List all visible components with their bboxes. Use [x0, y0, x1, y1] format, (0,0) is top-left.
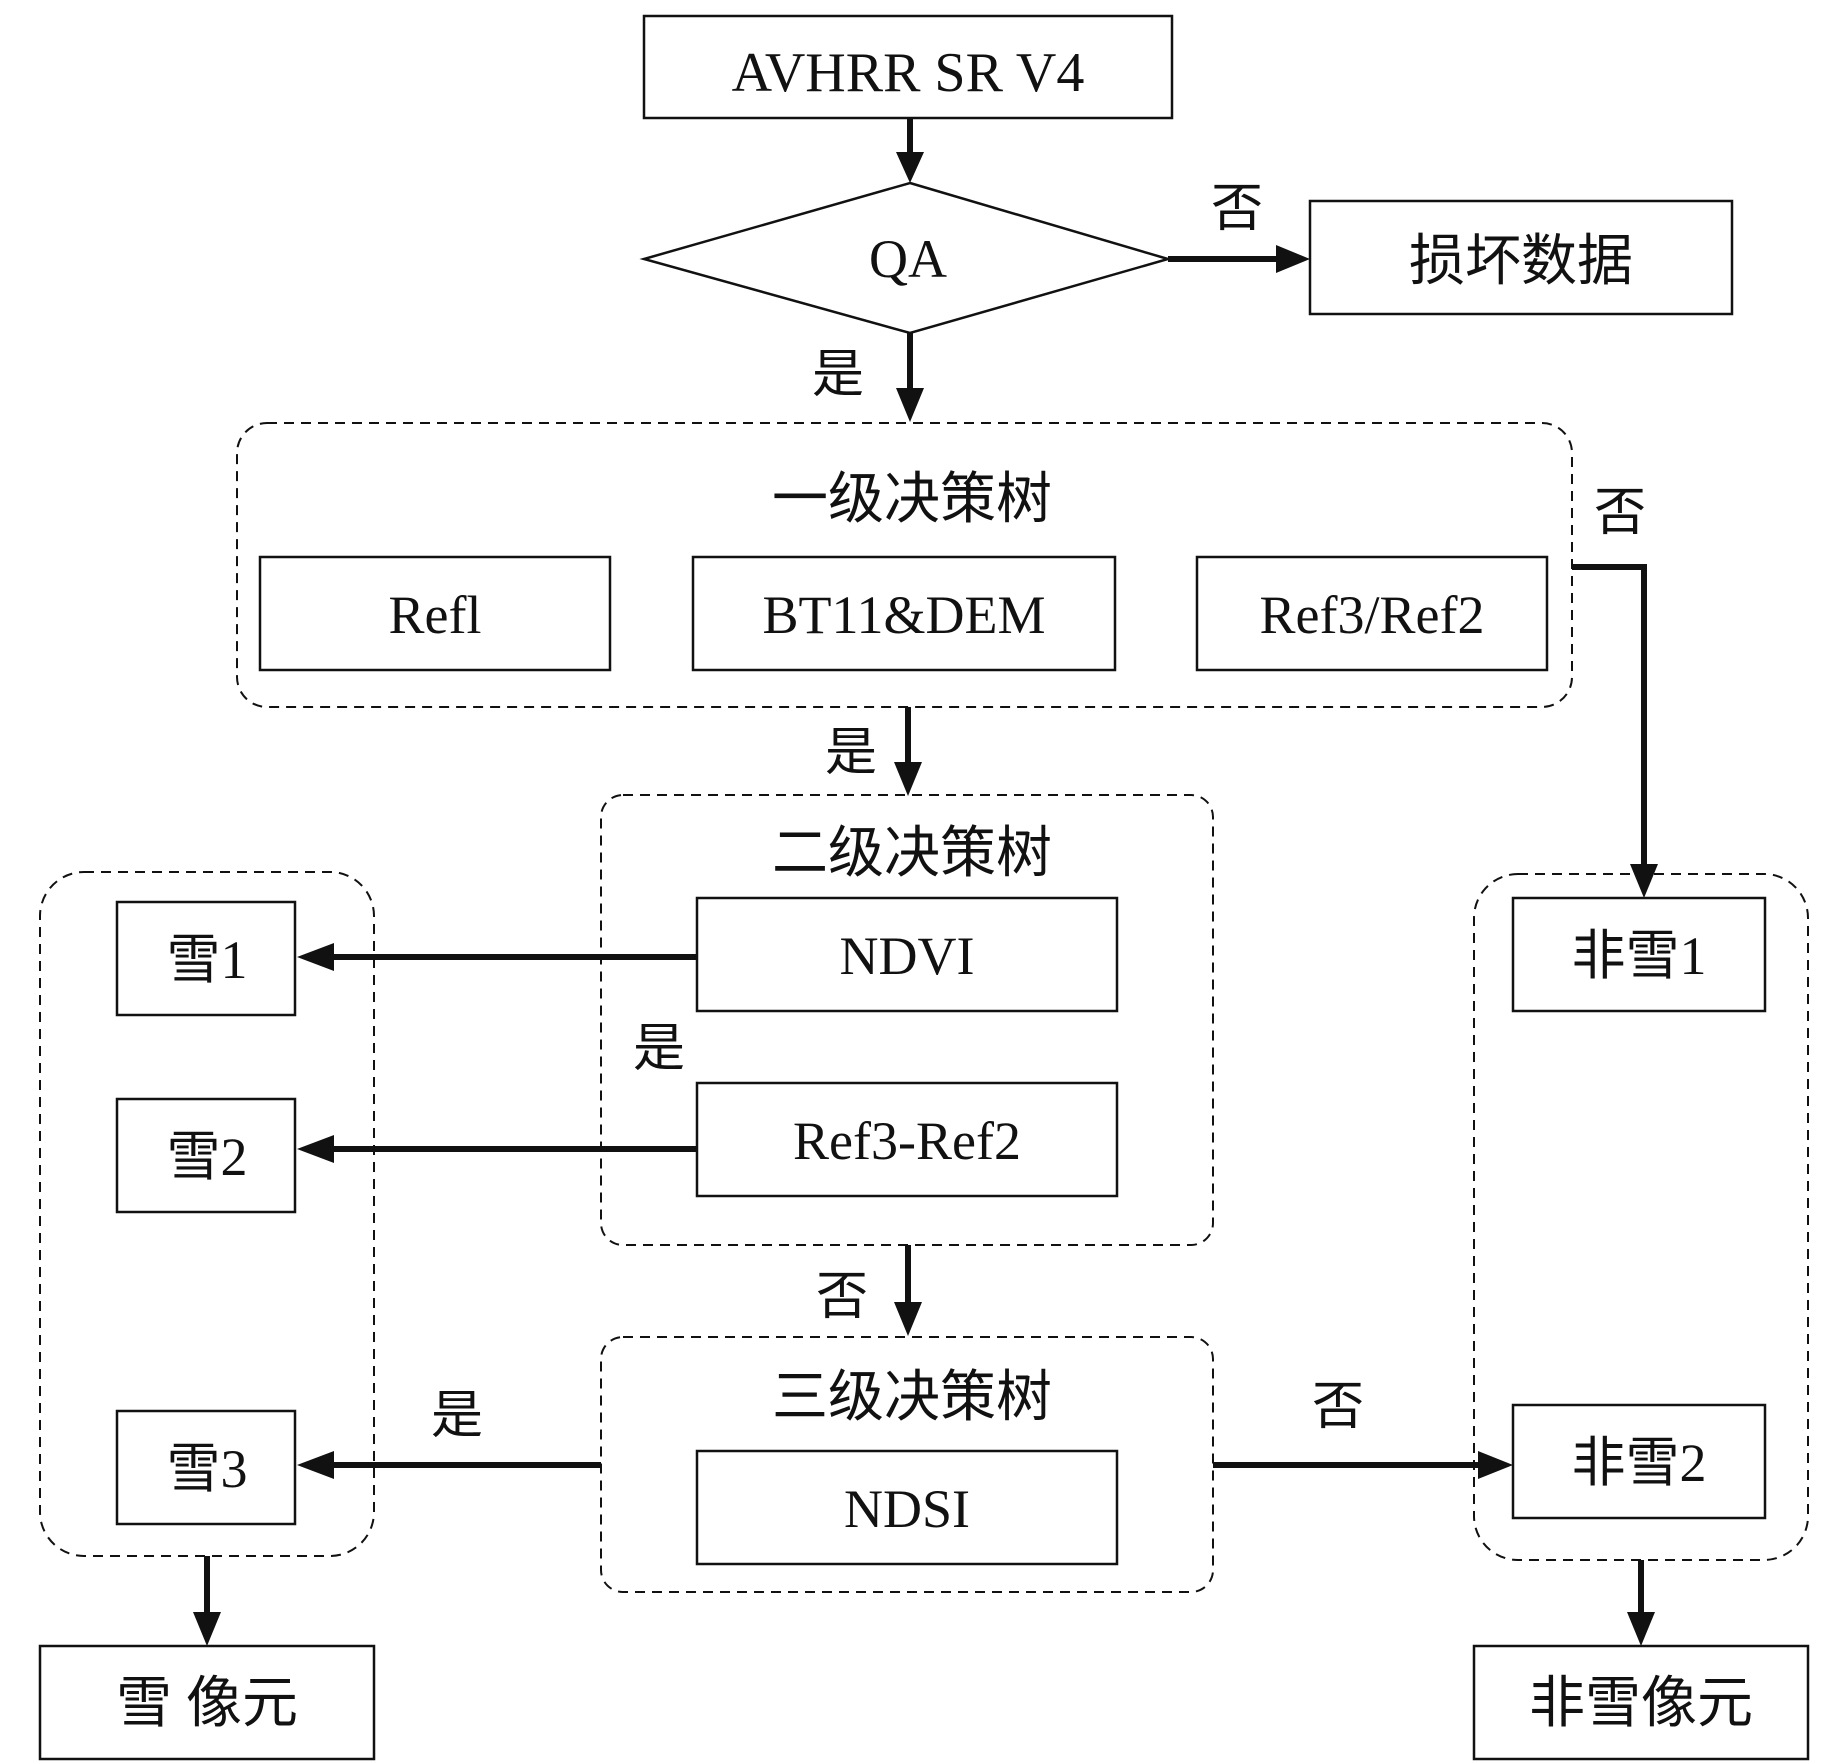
level1-yes-label: 是	[825, 725, 877, 782]
snow-pixel-label: 雪 像元	[116, 1673, 298, 1735]
arrowhead-damaged	[1276, 245, 1310, 273]
level1-no-label: 否	[1594, 485, 1646, 542]
level3-title: 三级决策树	[772, 1367, 1052, 1429]
level3-no-label: 否	[1312, 1379, 1364, 1436]
nonsnow2-label: 非雪2	[1572, 1433, 1707, 1493]
nonsnow1-box	[1511, 896, 1767, 1013]
ratio-box	[1195, 555, 1549, 672]
nonsnow1-label: 非雪1	[1572, 926, 1707, 986]
diff-box	[695, 1081, 1119, 1198]
ndvi-label: NDVI	[840, 926, 975, 986]
refl-box	[258, 555, 612, 672]
damaged-box	[1308, 199, 1734, 316]
diff-label: Ref3-Ref2	[793, 1111, 1021, 1171]
level2-no-label: 否	[816, 1269, 868, 1326]
arrowhead-level2	[894, 762, 922, 796]
qa-diamond	[639, 181, 1173, 335]
qa-no-label: 否	[1211, 181, 1263, 238]
nonsnow-pixel-label: 非雪像元	[1529, 1673, 1753, 1735]
arrowhead-level1	[896, 388, 924, 422]
snow-group	[39, 871, 375, 1557]
level2-yes-label: 是	[633, 1021, 685, 1078]
ratio-label: Ref3/Ref2	[1260, 585, 1485, 645]
arrowhead-snow2	[297, 1135, 334, 1163]
level1-title: 一级决策树	[772, 469, 1052, 531]
snow3-box	[115, 1409, 297, 1526]
bt11-dem-label: BT11&DEM	[763, 585, 1046, 645]
arrowhead-snow3	[297, 1451, 334, 1479]
snow-pixel-box	[38, 1644, 376, 1761]
arrowhead-level3	[894, 1302, 922, 1336]
ndsi-box	[695, 1449, 1119, 1566]
damaged-label: 损坏数据	[1409, 231, 1633, 293]
arrowhead-snow1	[297, 943, 334, 971]
arrowhead-nonsnow1	[1630, 864, 1658, 898]
ndvi-box	[695, 896, 1119, 1013]
snow1-label: 雪1	[167, 930, 248, 990]
snow3-label: 雪3	[167, 1439, 248, 1499]
arrowhead-nonsnow2	[1478, 1451, 1513, 1479]
nonsnow-pixel-box	[1472, 1644, 1810, 1761]
source-label: AVHRR SR V4	[732, 42, 1085, 104]
edge-level1-nonsnow	[1572, 564, 1647, 872]
snow2-box	[115, 1097, 297, 1214]
source-box	[642, 14, 1174, 120]
bt11-dem-box	[691, 555, 1117, 672]
arrowhead-qa	[896, 152, 924, 183]
level2-title: 二级决策树	[772, 823, 1052, 885]
snow2-label: 雪2	[167, 1127, 248, 1187]
nonsnow2-box	[1511, 1403, 1767, 1520]
qa-yes-label: 是	[812, 347, 864, 404]
qa-label: QA	[869, 229, 947, 289]
arrowhead-snow-pixel	[193, 1612, 221, 1646]
level3-yes-label: 是	[431, 1388, 483, 1445]
ndsi-label: NDSI	[844, 1479, 970, 1539]
refl-label: Refl	[389, 585, 482, 645]
snow1-box	[115, 900, 297, 1017]
arrowhead-nonsnow-pixel	[1627, 1612, 1655, 1646]
